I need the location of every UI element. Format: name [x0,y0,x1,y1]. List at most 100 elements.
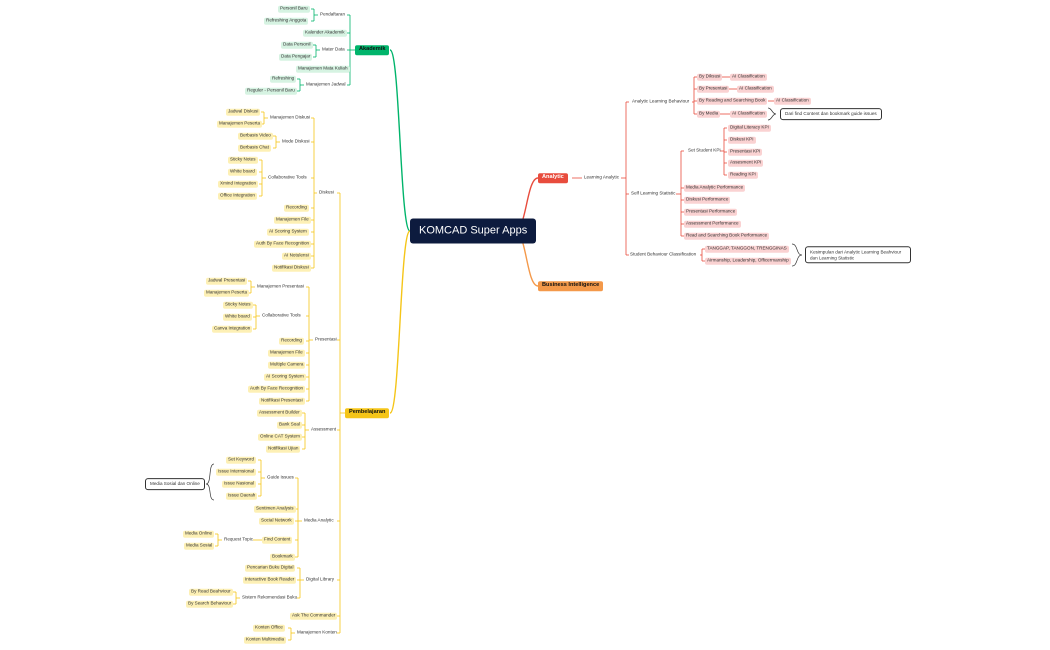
node-sticky-notes-diskusi[interactable]: Sticky Notes [228,156,258,164]
node-digital-library[interactable]: Digital Library [306,576,335,582]
node-assesment-kpi[interactable]: Assesment KPI [728,159,764,167]
node-ai-classification-1[interactable]: AI Classification [730,73,767,81]
node-recording-presentasi[interactable]: Recording [279,337,304,345]
node-face-recognition-presentasi[interactable]: Auth By Face Recognition [248,385,306,393]
node-collaborative-tools-diskusi[interactable]: Collaborative Tools [268,174,307,180]
node-social-network[interactable]: Social Network [259,517,294,525]
node-ai-classification-2[interactable]: AI Classification [737,85,774,93]
node-diskusi[interactable]: Diskusi [319,189,334,195]
node-ask-the-commander[interactable]: Ask The Commander [290,612,338,620]
node-by-reading-searching-book[interactable]: By Reading and Searching Book [697,97,768,105]
node-read-searching-performance[interactable]: Read and Searching Book Performance [684,232,770,240]
node-notifikasi-presentasi[interactable]: Notifikasi Presentasi [259,397,305,405]
node-face-recognition-diskusi[interactable]: Auth By Face Recognition [254,240,312,248]
node-manajemen-jadwal[interactable]: Manajemen Jadwal [306,81,346,87]
node-media-analytic[interactable]: Media Analytic [304,517,334,523]
node-student-behaviour-classification[interactable]: Student Behaviour Classification [630,251,697,257]
node-guide-issues[interactable]: Guide Issues [267,474,294,480]
node-multiple-camera[interactable]: Multiple Camera [268,361,306,369]
node-recording-diskusi[interactable]: Recording [284,204,309,212]
node-analytic-learning-behaviour[interactable]: Analytic Learning Behaviour [632,98,690,104]
node-ai-classification-4[interactable]: AI Classification [730,110,767,118]
node-assessment[interactable]: Assessment [311,426,337,432]
node-bank-soal[interactable]: Bank Soal [277,421,302,429]
node-media-sosial[interactable]: Media Sosial [184,542,215,550]
node-issue-nasional[interactable]: Issue Nasional [222,480,257,488]
node-reading-kpi[interactable]: Reading KPI [728,171,758,179]
branch-business-intelligence[interactable]: Business Intelligence [538,281,604,291]
node-ai-scoring-presentasi[interactable]: AI Scoring System [264,373,306,381]
node-master-data[interactable]: Mater Data [322,46,345,52]
node-learning-analytic[interactable]: Learning Analytic [584,174,619,180]
node-office-integration[interactable]: Office Integration [218,192,257,200]
node-personil-baru[interactable]: Personil Baru [278,5,310,13]
node-presentasi[interactable]: Presentasi [315,336,337,342]
node-pencarian-buku-digital[interactable]: Pencarian Buku Digital [245,564,296,572]
node-white-board-diskusi[interactable]: White board [228,168,257,176]
node-assessment-builder[interactable]: Assessment Builder [257,409,302,417]
node-manajemen-file-presentasi[interactable]: Manajemen File [268,349,305,357]
node-reguler-personil-baru[interactable]: Reguler - Personil Baru [245,87,297,95]
node-notifikasi-diskusi[interactable]: Notifikasi Diskusi [272,264,311,272]
node-set-keyword[interactable]: Set Keyword [226,456,257,464]
node-konten-office[interactable]: Konten Office [253,624,285,632]
node-by-search-behaviour[interactable]: By Search Behaviour [186,600,234,608]
node-manajemen-peserta-presentasi[interactable]: Manajemen Peserta [204,289,250,297]
node-presentasi-performance[interactable]: Presentasi Performance [684,208,738,216]
node-notifikasi-ujian[interactable]: Notifikasi Ujian [266,445,301,453]
node-tanggap-tanggon-trengginas[interactable]: TANGGAP, TANGGON, TRENGGINAS [705,245,789,253]
node-konten-multimedia[interactable]: Konten Multimedia [244,636,287,644]
node-bookmark[interactable]: Bookmark [270,553,295,561]
node-by-media[interactable]: By Media [697,110,721,118]
node-pendaftaran[interactable]: Pendaftaran [320,11,346,17]
node-sistem-rekomendasi-buku[interactable]: Sistem Rekomendasi Buku [242,594,298,600]
node-presentasi-kpi[interactable]: Presentasi KPI [728,148,763,156]
node-collaborative-tools-presentasi[interactable]: Collaborative Tools [262,312,301,318]
branch-analytic[interactable]: Analytic [538,173,568,183]
node-white-board-presentasi[interactable]: White board [223,313,252,321]
node-jadwal-diskusi[interactable]: Jadwal Diskusi [226,108,261,116]
node-refreshing-anggota[interactable]: Refreshing Anggota [264,17,309,25]
node-media-analytic-performance[interactable]: Media Analytic Performance [684,184,746,192]
node-jadwal-presentasi[interactable]: Jadwal Presentasi [206,277,248,285]
node-online-cat-system[interactable]: Online CAT System [258,433,302,441]
node-ai-scoring-diskusi[interactable]: AI Scoring System [267,228,309,236]
node-by-read-behaviour[interactable]: By Read Beahviour [189,588,233,596]
node-manajemen-diskusi[interactable]: Manajemen Diskusi [270,114,311,120]
node-manajemen-mata-kuliah[interactable]: Manajemen Mata Kuliah [296,65,350,73]
node-kalender-akademik[interactable]: Kalender Akademik [303,29,347,37]
node-issue-daerah[interactable]: Issue Daerah [226,492,258,500]
branch-pembelajaran[interactable]: Pembelajaran [345,408,390,418]
node-mode-diskusi[interactable]: Mode Diskusi [282,138,310,144]
node-manajemen-konten[interactable]: Manajemen Konten [297,629,337,635]
node-manajemen-presentasi[interactable]: Manajemen Presentasi [257,283,304,289]
node-xmind-integration[interactable]: Xmind Integration [218,180,259,188]
node-digital-literacy-kpi[interactable]: Digital Literacy KPI [728,124,771,132]
node-sticky-notes-presentasi[interactable]: Sticky Notes [223,301,253,309]
node-manajemen-peserta[interactable]: Manajemen Peserta [217,120,263,128]
node-assessment-performance[interactable]: Assessment Performance [684,220,741,228]
node-by-diskusi[interactable]: By Diksusi [697,73,723,81]
node-ai-notulensi[interactable]: AI Notulensi [282,252,311,260]
node-canva-integration[interactable]: Canva Integration [212,325,253,333]
node-sentimen-analysis[interactable]: Sentimen Analysis [254,505,296,513]
branch-akademik[interactable]: Akademik [355,45,390,55]
node-airmanship-leadership[interactable]: Airmanship, Leadership, Officermanship [705,257,791,265]
node-set-student-kpi[interactable]: Set Student KPI [688,147,721,153]
node-berbasis-video[interactable]: Berbasis Video [238,132,273,140]
node-media-online[interactable]: Media Online [183,530,215,538]
node-manajemen-file-diskusi[interactable]: Manajemen File [274,216,311,224]
node-self-learning-statistic[interactable]: Self Learning Statistic [631,190,676,196]
node-data-personil[interactable]: Data Personil [281,41,313,49]
node-berbasis-chat[interactable]: Berbasis Chat [238,144,271,152]
node-by-presentasi[interactable]: By Presentasi [697,85,730,93]
node-find-content[interactable]: Find Content [262,536,293,544]
node-interactive-book-reader[interactable]: Interactive Book Reader [243,576,297,584]
node-ai-classification-3[interactable]: AI Classification [774,97,811,105]
node-issue-internasional[interactable]: Issue Internsional [216,468,257,476]
node-request-topic[interactable]: Request Topic [224,536,254,542]
node-diskusi-kpi[interactable]: Diskusi KPI [728,136,756,144]
node-diskusi-performance[interactable]: Diskusi Performance [684,196,731,204]
node-refreshing[interactable]: Refreshing [270,75,297,83]
node-data-pengajar[interactable]: Data Pengajar [279,53,313,61]
